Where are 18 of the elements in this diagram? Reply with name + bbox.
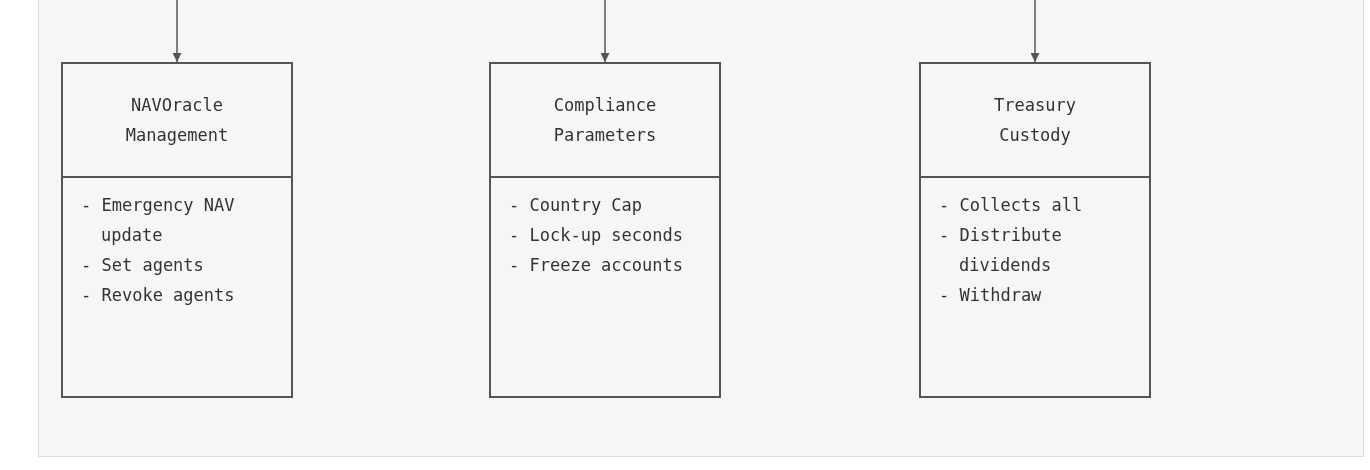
arrow xyxy=(1030,0,1040,63)
arrow xyxy=(600,0,610,63)
list-item: - Distribute dividends xyxy=(939,224,1063,277)
component-box xyxy=(919,62,1151,398)
list-item: - Country Cap xyxy=(509,194,644,217)
list-item: - Withdraw xyxy=(939,284,1043,307)
list-item: - Revoke agents xyxy=(81,284,236,307)
component-box xyxy=(61,62,293,398)
list-item: - Emergency NAV update xyxy=(81,194,236,247)
box-title: NAVOracle Management xyxy=(124,94,230,147)
list-item: - Set agents xyxy=(81,254,205,277)
list-item: - Collects all xyxy=(939,194,1084,217)
list-item: - Freeze accounts xyxy=(509,254,684,277)
component-box xyxy=(489,62,721,398)
list-item: - Lock-up seconds xyxy=(509,224,684,247)
box-title: Compliance Parameters xyxy=(552,94,658,147)
arrow xyxy=(172,0,182,63)
box-title: Treasury Custody xyxy=(993,94,1077,147)
